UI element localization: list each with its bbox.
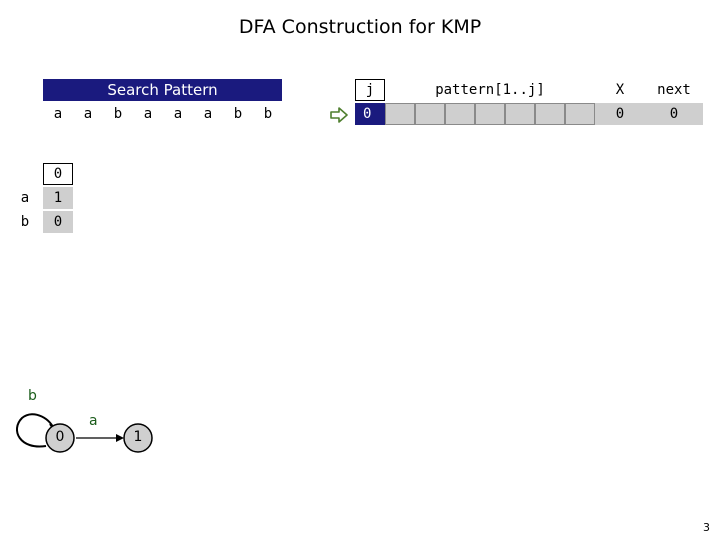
dfa-graph (16, 413, 153, 453)
pattern-cell (385, 103, 415, 125)
pattern-cell (535, 103, 565, 125)
state-label-0: 0 (55, 429, 65, 445)
edge-0-1-arrowhead (116, 434, 124, 442)
page-number: 3 (703, 521, 710, 534)
pattern-cell (505, 103, 535, 125)
current-row-arrow-icon (330, 107, 348, 123)
pattern-char: a (83, 106, 93, 122)
pattern-char: a (53, 106, 63, 122)
header-j: j (355, 79, 385, 101)
dfa-transition-value: 1 (43, 187, 73, 209)
pattern-cell (415, 103, 445, 125)
pattern-char: b (113, 106, 123, 122)
self-loop-edge (16, 413, 55, 448)
edge-label: a (89, 413, 98, 429)
row-x-value: 0 (595, 103, 645, 125)
state-label-1: 1 (133, 429, 143, 445)
pattern-char: a (173, 106, 183, 122)
pattern-cell (475, 103, 505, 125)
row-j-value: 0 (355, 103, 385, 125)
pattern-char: a (203, 106, 213, 122)
dfa-transition-value: 0 (43, 211, 73, 233)
slide-title: DFA Construction for KMP (238, 16, 482, 38)
pattern-char: a (143, 106, 153, 122)
dfa-symbol: a (20, 190, 30, 206)
search-pattern-header: Search Pattern (43, 79, 282, 101)
pattern-cell (565, 103, 595, 125)
header-x: X (615, 82, 625, 98)
dfa-state-header: 0 (43, 163, 73, 185)
pattern-char: b (263, 106, 273, 122)
header-pattern: pattern[1..j] (435, 82, 545, 98)
row-next-value: 0 (645, 103, 703, 125)
pattern-cell (445, 103, 475, 125)
pattern-char: b (233, 106, 243, 122)
self-loop-label: b (28, 388, 37, 404)
dfa-symbol: b (20, 214, 30, 230)
header-next: next (657, 82, 691, 98)
state-node-0 (45, 423, 75, 453)
